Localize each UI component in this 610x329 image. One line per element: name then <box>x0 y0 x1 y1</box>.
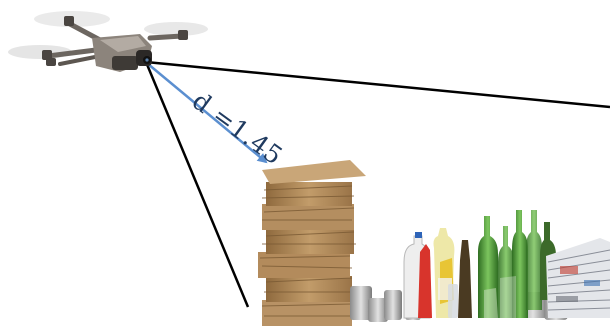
cardboard-stack-icon <box>258 160 366 326</box>
newspaper-stack-icon <box>546 238 610 318</box>
drone-icon <box>8 11 208 72</box>
plastic-bottles-icon <box>404 228 458 318</box>
glass-bottles-icon <box>458 210 556 318</box>
